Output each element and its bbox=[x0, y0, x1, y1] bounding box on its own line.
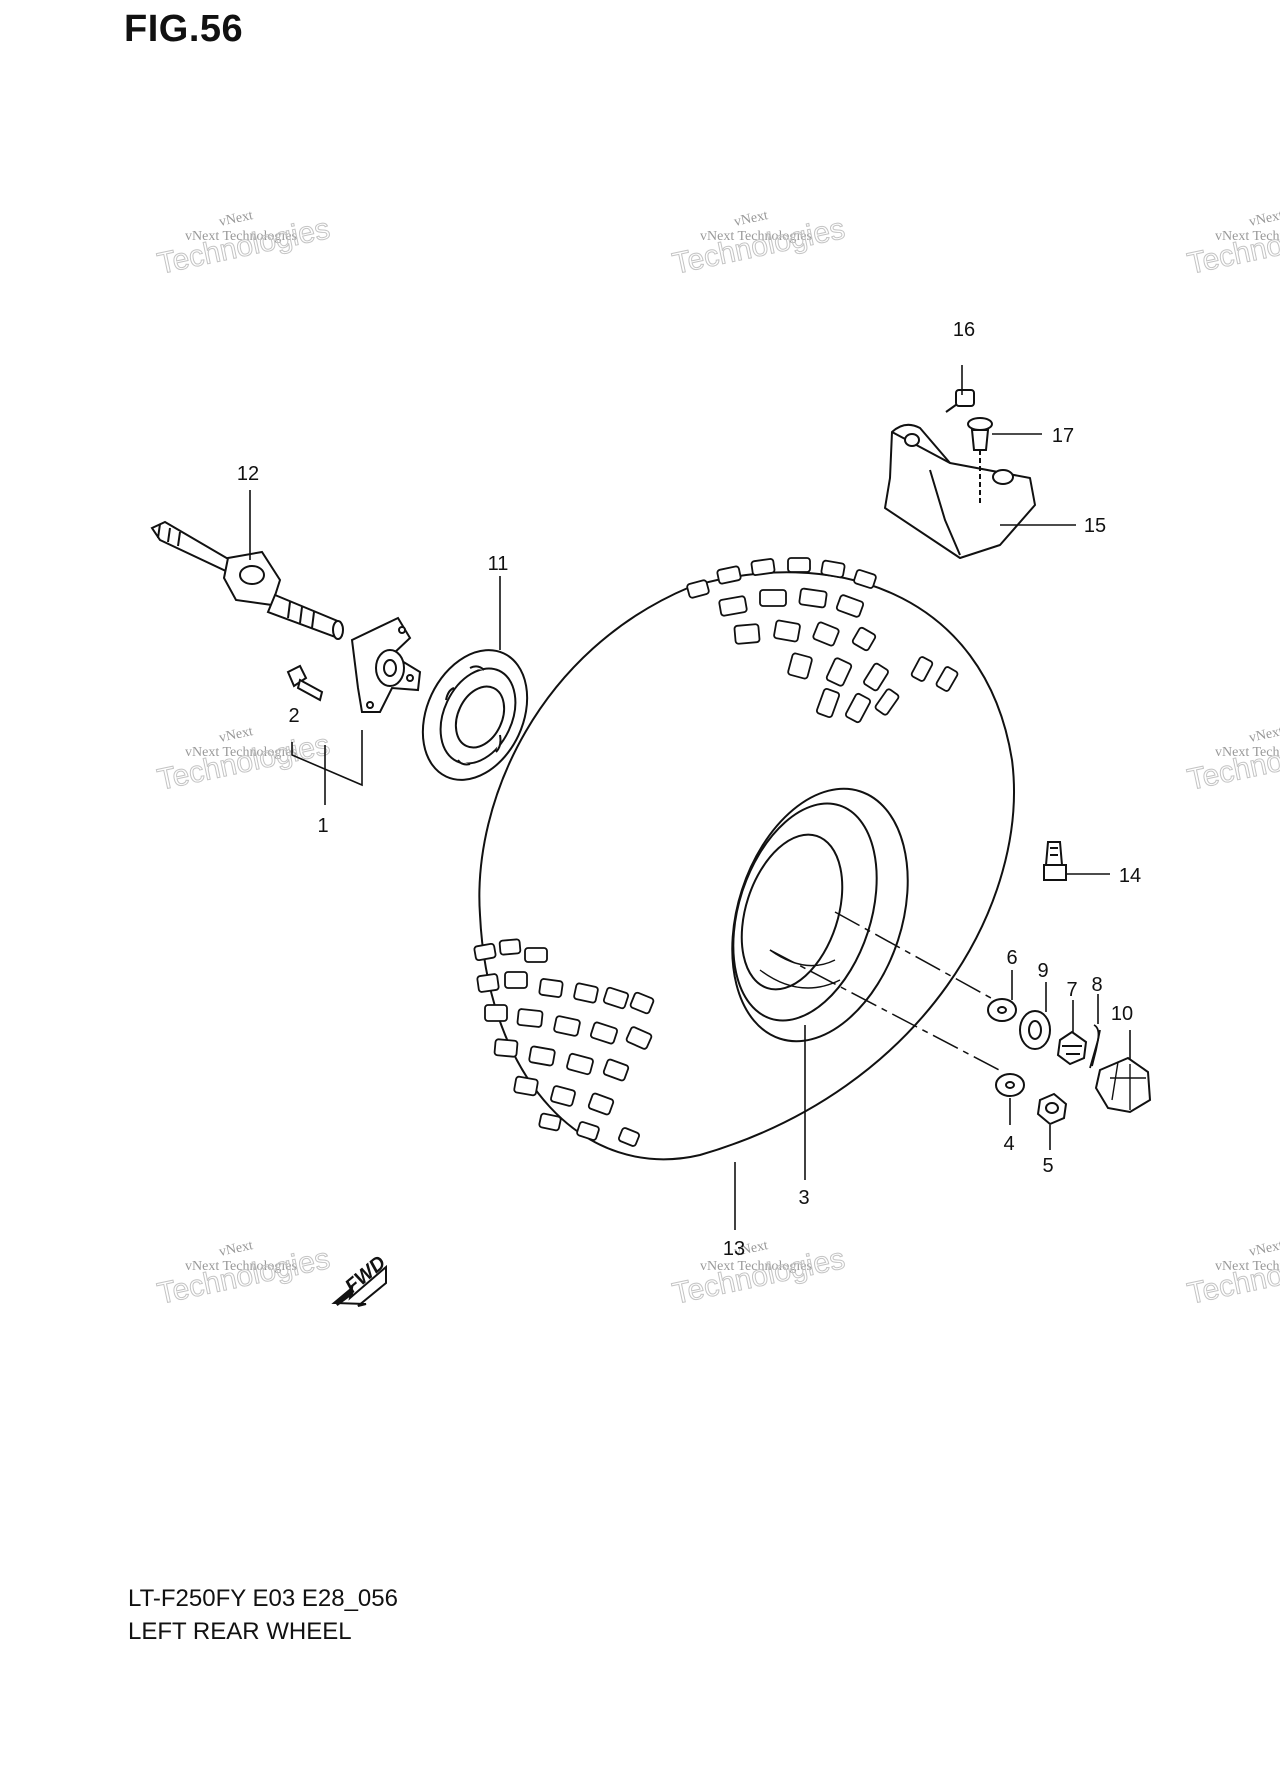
callout-7: 7 bbox=[1066, 979, 1077, 1001]
svg-text:vNext: vNext bbox=[1248, 208, 1280, 230]
watermark: vNext vNext Technologies Technologies bbox=[669, 1238, 848, 1311]
svg-text:vNext Technologies: vNext Technologies bbox=[1215, 745, 1280, 760]
callout-9: 9 bbox=[1037, 960, 1048, 982]
svg-text:vNext: vNext bbox=[218, 1238, 255, 1260]
washer-part-4 bbox=[995, 1073, 1025, 1097]
callout-16: 16 bbox=[953, 319, 975, 341]
drive-shaft-part-12 bbox=[150, 520, 344, 640]
svg-text:vNext: vNext bbox=[218, 208, 255, 230]
svg-text:vNext: vNext bbox=[1248, 1238, 1280, 1260]
svg-text:vNext Technologies: vNext Technologies bbox=[1215, 1259, 1280, 1274]
bolt-part-17 bbox=[967, 417, 993, 505]
wheel-rim-part-3 bbox=[731, 787, 909, 1043]
callout-2: 2 bbox=[288, 705, 299, 727]
diagram-description: LEFT REAR WHEEL bbox=[128, 1618, 352, 1645]
watermark: vNext vNext Technologies Technologies bbox=[1184, 1238, 1280, 1311]
callout-5: 5 bbox=[1042, 1155, 1053, 1177]
washer-part-9 bbox=[1019, 1010, 1051, 1050]
valve-stem-part-14 bbox=[1043, 841, 1067, 881]
callout-17: 17 bbox=[1052, 425, 1074, 447]
leader-lines bbox=[249, 365, 1131, 1230]
tire-tread-top bbox=[686, 557, 959, 724]
watermark-group: vNext vNext Technologies Technologies vN… bbox=[154, 208, 1280, 1311]
castle-nut-part-7 bbox=[1056, 1030, 1088, 1066]
svg-text:vNext Technologies: vNext Technologies bbox=[185, 229, 297, 244]
tire-part-13 bbox=[473, 557, 1015, 1161]
callout-10: 10 bbox=[1111, 1003, 1133, 1025]
svg-text:vNext: vNext bbox=[733, 1238, 770, 1260]
svg-text:vNext Technologies: vNext Technologies bbox=[185, 1259, 297, 1274]
svg-text:vNext: vNext bbox=[218, 724, 255, 746]
watermark: vNext vNext Technologies Technologies bbox=[154, 208, 333, 281]
hub-cap-part-10 bbox=[1094, 1056, 1152, 1114]
callout-4: 4 bbox=[1003, 1133, 1014, 1155]
callout-13: 13 bbox=[723, 1238, 745, 1260]
callout-14: 14 bbox=[1119, 865, 1141, 887]
svg-text:vNext: vNext bbox=[1248, 724, 1280, 746]
watermark: vNext vNext Technologies Technologies bbox=[1184, 208, 1280, 281]
svg-text:vNext Technologies: vNext Technologies bbox=[185, 745, 297, 760]
callout-8: 8 bbox=[1091, 974, 1102, 996]
watermark: vNext vNext Technologies Technologies bbox=[1184, 724, 1280, 797]
watermark: vNext vNext Technologies Technologies bbox=[154, 1238, 333, 1311]
axle-centerline bbox=[769, 911, 1004, 1073]
forward-direction-arrow: FWD bbox=[331, 1252, 390, 1307]
washer-part-6 bbox=[987, 998, 1017, 1022]
nut-part-5 bbox=[1036, 1092, 1068, 1126]
svg-text:vNext Technologies: vNext Technologies bbox=[700, 229, 812, 244]
hub-part-1 bbox=[350, 616, 422, 713]
callout-3: 3 bbox=[798, 1187, 809, 1209]
svg-text:vNext Technologies: vNext Technologies bbox=[700, 1259, 812, 1274]
svg-text:vNext: vNext bbox=[733, 208, 770, 230]
tire-tread-bottom bbox=[473, 938, 655, 1147]
plate-part-11 bbox=[421, 649, 529, 781]
figure-title: FIG.56 bbox=[124, 8, 244, 50]
cotter-pin-part-8 bbox=[1089, 1024, 1101, 1069]
watermark: vNext vNext Technologies Technologies bbox=[669, 208, 848, 281]
bracket-part-15 bbox=[884, 423, 1036, 559]
callout-labels: 1 2 3 4 5 6 7 8 9 10 11 12 13 14 15 16 1… bbox=[237, 319, 1141, 1260]
bolt-part-2 bbox=[286, 664, 324, 702]
callout-6: 6 bbox=[1006, 947, 1017, 969]
svg-text:vNext Technologies: vNext Technologies bbox=[1215, 229, 1280, 244]
model-code: LT-F250FY E03 E28_056 bbox=[128, 1585, 398, 1612]
hub-bolt-group-bracket bbox=[291, 730, 363, 787]
bolt-part-16 bbox=[945, 389, 975, 413]
callout-15: 15 bbox=[1084, 515, 1106, 537]
callout-11: 11 bbox=[488, 553, 509, 575]
callout-12: 12 bbox=[237, 463, 259, 485]
callout-1: 1 bbox=[317, 815, 328, 837]
